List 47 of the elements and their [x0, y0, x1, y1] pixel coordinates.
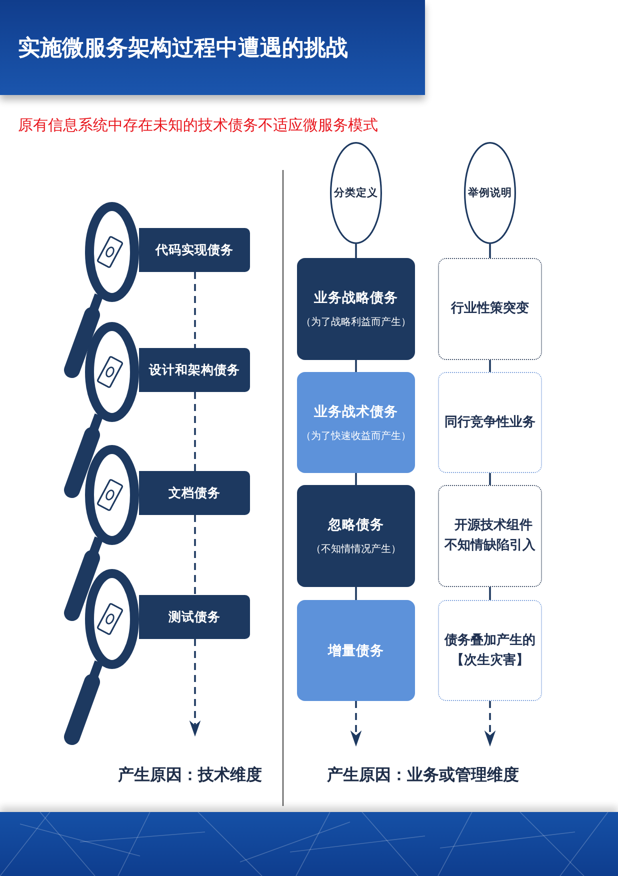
example-text: 开源技术组件不知情缺陷引入: [444, 517, 536, 555]
slide-title: 实施微服务架构过程中遭遇的挑战: [18, 36, 348, 62]
debt-label: 文档债务: [168, 485, 220, 501]
debt-label: 代码实现债务: [156, 242, 234, 258]
debt-bar: [139, 595, 250, 639]
connector-line: [489, 587, 491, 600]
debt-bar: [139, 348, 250, 392]
dashed-line: [194, 515, 196, 595]
example-card: [438, 372, 542, 473]
debt-type-title: 业务战略债务: [314, 289, 398, 307]
debt-type-title: 业务战术债务: [314, 402, 398, 420]
example-card: [438, 600, 542, 701]
connector-line: [489, 473, 491, 485]
debt-type-card: [297, 485, 415, 587]
debt-label: 测试债务: [168, 609, 220, 625]
debt-type-card: [297, 258, 415, 360]
debt-type-card: [297, 600, 415, 701]
debt-label: 设计和架构债务: [149, 362, 240, 378]
connector-line: [355, 587, 357, 600]
debt-type-title: 增量债务: [328, 642, 384, 660]
example-text: 债务叠加产生的【次生灾害】: [444, 632, 536, 670]
connector-line: [489, 244, 491, 258]
debt-bar: [139, 471, 250, 515]
connector-line: [355, 360, 357, 372]
cause-caption: 产生原因：业务或管理维度: [327, 764, 519, 786]
dashed-line: [194, 272, 196, 348]
column-header-text: 举例说明: [468, 186, 512, 200]
debt-type-title: 忽略债务: [328, 516, 384, 534]
cause-caption: 产生原因：技术维度: [118, 764, 262, 786]
debt-type-card: [297, 372, 415, 473]
connector-line: [489, 360, 491, 372]
example-text: 同行竞争性业务: [444, 414, 536, 432]
connector-line: [355, 244, 357, 258]
connector-line: [355, 473, 357, 485]
dashed-arrow: [189, 639, 201, 736]
debt-type-note: （为了战略利益而产生）: [301, 316, 411, 329]
dashed-arrow: [350, 701, 362, 746]
column-header-text: 分类定义: [334, 186, 378, 200]
debt-bar: [139, 228, 250, 272]
slide-subtitle: 原有信息系统中存在未知的技术债务不适应微服务模式: [18, 115, 378, 135]
debt-type-note: （不知情情况产生）: [311, 543, 401, 556]
example-card: [438, 485, 542, 587]
dashed-arrow: [484, 701, 496, 746]
example-card: [438, 258, 542, 360]
debt-type-note: （为了快速收益而产生）: [301, 430, 411, 442]
dashed-line: [194, 392, 196, 471]
example-text: 行业性策突变: [451, 300, 529, 318]
